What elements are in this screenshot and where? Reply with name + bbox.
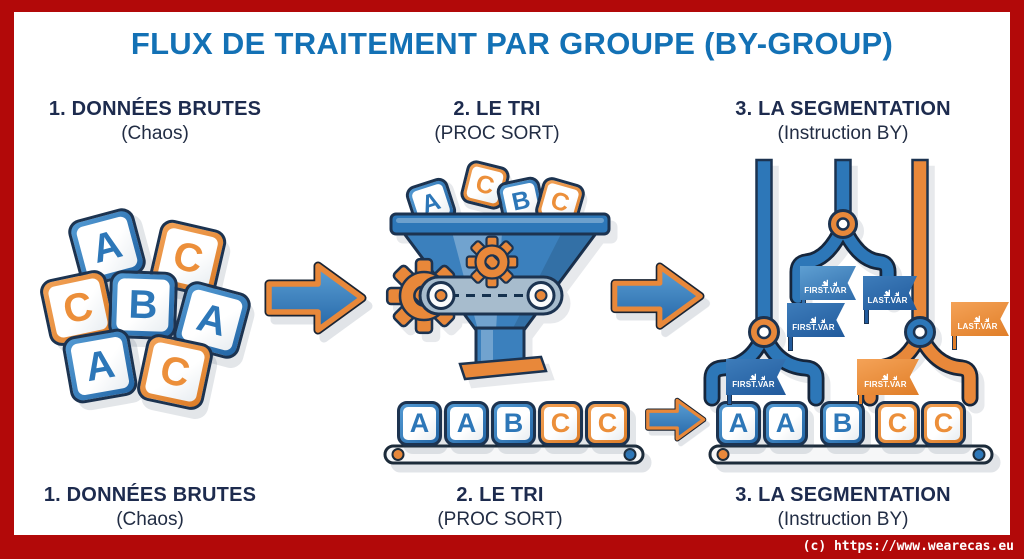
block-letter: A — [75, 215, 139, 279]
block-letter: A — [769, 407, 802, 440]
copyright-bar: (c) https://www.wearecas.eu — [0, 535, 1024, 559]
step3-subtitle: (Instruction BY) — [777, 509, 909, 530]
step1-title: 1. DONNÉES BRUTES — [43, 484, 257, 506]
segmented-block: A — [716, 401, 761, 446]
flag-pole — [864, 308, 869, 324]
step2-subtitle: (PROC SORT) — [437, 509, 563, 530]
block-letter: C — [544, 407, 577, 440]
gear-icon — [743, 366, 765, 380]
block-letter: A — [69, 335, 131, 397]
block-letter: A — [450, 407, 483, 440]
gear-icon — [465, 235, 519, 289]
last-var-flag: LAST.VAR — [863, 276, 917, 310]
block-letter: A — [722, 407, 755, 440]
claw-joint — [828, 209, 858, 239]
gear-icon — [385, 257, 463, 335]
flag-pole — [952, 334, 957, 350]
step2-header-top: 2. LE TRI (PROC SORT) — [337, 98, 657, 145]
block-letter: C — [881, 407, 914, 440]
arrow-right-icon — [645, 397, 707, 442]
gear-icon — [967, 308, 989, 322]
copyright-text: (c) https://www.wearecas.eu — [802, 539, 1014, 554]
belt-roller — [391, 448, 405, 461]
first-var-flag: FIRST.VAR — [857, 359, 919, 395]
flag-label: FIRST.VAR — [732, 379, 775, 389]
flag-label: LAST.VAR — [867, 295, 908, 305]
block-letter: B — [502, 182, 540, 220]
gear-icon — [803, 309, 825, 323]
segmented-block: A — [763, 401, 808, 446]
step2-title: 2. LE TRI — [456, 484, 544, 506]
flag-label: FIRST.VAR — [792, 322, 835, 332]
belt-band — [418, 275, 564, 316]
sorted-block: C — [538, 401, 583, 446]
flag-pole — [788, 335, 793, 351]
belt-roller — [623, 448, 637, 461]
step3-header-bottom: 3. LA SEGMENTATION (Instruction BY) — [683, 484, 1003, 531]
segmented-block: B — [820, 401, 865, 446]
step1-header-top: 1. DONNÉES BRUTES (Chaos) — [0, 98, 315, 145]
flag-label: LAST.VAR — [957, 321, 998, 331]
sorted-block: A — [397, 401, 442, 446]
step3-title: 3. LA SEGMENTATION — [735, 484, 951, 506]
raw-block: C — [134, 331, 216, 413]
block-letter: A — [403, 407, 436, 440]
funnel-input-block: C — [532, 174, 588, 230]
block-letter: C — [927, 407, 960, 440]
step3-title: 3. LA SEGMENTATION — [735, 98, 951, 120]
last-var-flag: LAST.VAR — [951, 302, 1009, 336]
frame-border-top — [0, 0, 1024, 12]
sorted-block: B — [491, 401, 536, 446]
belt-roller — [972, 448, 986, 461]
first-var-flag: FIRST.VAR — [726, 359, 786, 395]
block-letter: B — [116, 278, 170, 332]
step1-header-bottom: 1. DONNÉES BRUTES (Chaos) — [0, 484, 310, 531]
conveyor-belt — [383, 444, 645, 465]
sort-funnel-icon — [385, 212, 611, 381]
first-var-flag: FIRST.VAR — [787, 303, 845, 337]
funnel-input-block: A — [403, 175, 459, 231]
sorted-block: A — [444, 401, 489, 446]
frame-border-left — [0, 0, 14, 559]
step2-header-bottom: 2. LE TRI (PROC SORT) — [340, 484, 660, 531]
arrow-right-icon — [610, 262, 705, 330]
segmented-block: C — [875, 401, 920, 446]
block-letter: C — [591, 407, 624, 440]
step1-title: 1. DONNÉES BRUTES — [48, 98, 262, 120]
diagram-title: FLUX DE TRAITEMENT PAR GROUPE (BY-GROUP) — [130, 26, 894, 61]
flag-label: FIRST.VAR — [804, 285, 847, 295]
frame-border-right — [1010, 0, 1024, 559]
step3-subtitle: (Instruction BY) — [777, 123, 909, 144]
block-letter: C — [144, 341, 206, 403]
block-letter: B — [826, 407, 859, 440]
step2-subtitle: (PROC SORT) — [434, 123, 560, 144]
gear-icon — [815, 272, 837, 286]
arrow-right-icon — [264, 261, 367, 335]
sorted-block: C — [585, 401, 630, 446]
step1-subtitle: (Chaos) — [116, 509, 184, 530]
block-letter: C — [47, 277, 109, 339]
step1-subtitle: (Chaos) — [121, 123, 189, 144]
block-letter: A — [410, 182, 452, 224]
step3-header-top: 3. LA SEGMENTATION (Instruction BY) — [683, 98, 1003, 145]
step2-title: 2. LE TRI — [453, 98, 541, 120]
flag-label: FIRST.VAR — [864, 379, 907, 389]
claw-joint — [904, 316, 936, 348]
belt-roller — [716, 448, 730, 461]
claw-joint — [748, 316, 780, 348]
block-letter: B — [497, 407, 530, 440]
conveyor-belt — [708, 444, 994, 465]
gear-icon — [875, 366, 897, 380]
first-var-flag: FIRST.VAR — [800, 266, 856, 300]
gear-icon — [877, 282, 899, 296]
raw-block: A — [60, 326, 140, 406]
block-letter: C — [540, 182, 580, 222]
gear-hub — [413, 285, 435, 307]
segmented-block: C — [921, 401, 966, 446]
